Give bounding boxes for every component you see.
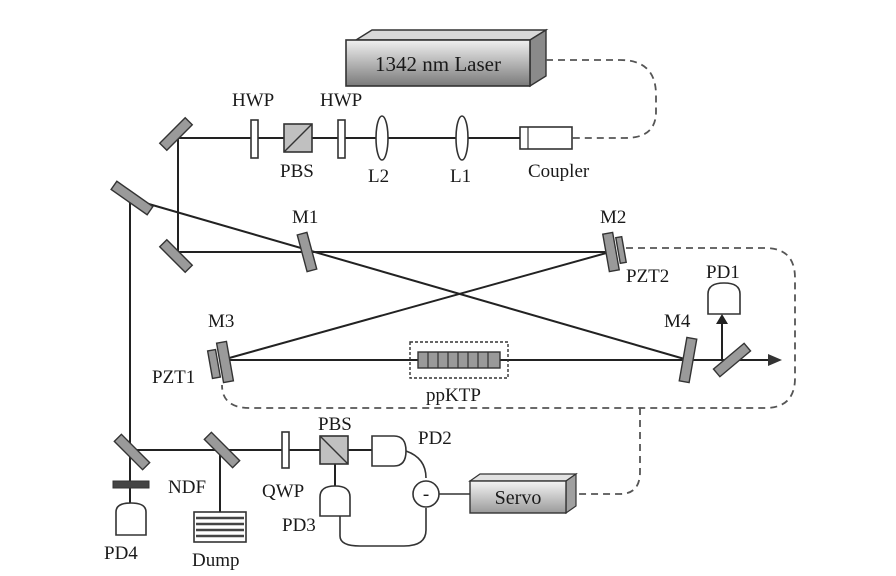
lens-l1-label: L1 <box>450 166 471 187</box>
pd3-label: PD3 <box>282 515 316 536</box>
lens-l2-label: L2 <box>368 166 389 187</box>
qwp <box>281 431 290 469</box>
mirror-m1-label: M1 <box>292 207 318 228</box>
pzt1-label: PZT1 <box>152 367 195 388</box>
mirror-m4 <box>678 336 698 384</box>
mirror-m3 <box>206 340 235 384</box>
ndf-label: NDF <box>168 477 206 498</box>
photodetector-pd3 <box>319 485 351 517</box>
servo-box: Servo <box>468 472 578 515</box>
pd2-label: PD2 <box>418 428 452 449</box>
ppktp-crystal <box>409 341 509 379</box>
hwp-2 <box>337 119 346 159</box>
photodetector-pd1 <box>707 282 741 315</box>
mirror-m2 <box>601 231 628 273</box>
laser: 1342 nm Laser <box>345 28 549 88</box>
subtractor-symbol: - <box>423 484 429 505</box>
ndf-filter <box>112 480 150 489</box>
output-arrow <box>768 354 782 366</box>
pzt2-label: PZT2 <box>626 266 669 287</box>
hwp-2-label: HWP <box>320 90 362 111</box>
pbs-bottom-label: PBS <box>318 414 352 435</box>
pbs-top-label: PBS <box>280 161 314 182</box>
lens-l1 <box>455 115 469 161</box>
beam-m4-m1-cross <box>134 199 689 361</box>
steering-mirror-left-top <box>110 180 154 216</box>
laser-label: 1342 nm Laser <box>375 52 501 76</box>
dichroic-mirror <box>712 342 752 378</box>
pd4-label: PD4 <box>104 543 138 564</box>
qwp-label: QWP <box>262 481 304 502</box>
mirror-m1 <box>296 231 318 273</box>
ppktp-label: ppKTP <box>426 385 481 406</box>
steering-mirror-top <box>158 116 194 152</box>
pd2-wire <box>405 450 427 479</box>
photodetector-pd4 <box>115 502 147 536</box>
servo-label: Servo <box>495 487 542 509</box>
steering-mirror-bottom-mid <box>203 431 241 469</box>
mirror-m3-label: M3 <box>208 311 234 332</box>
photodetector-pd2 <box>371 435 407 467</box>
fiber-coupler <box>519 126 573 150</box>
mirror-m4-label: M4 <box>664 311 691 332</box>
dump-label: Dump <box>192 550 240 571</box>
coupler-label: Coupler <box>528 161 590 182</box>
hwp-1 <box>250 119 259 159</box>
steering-mirror-left-mid <box>158 238 194 274</box>
lens-l2 <box>375 115 389 161</box>
steering-mirror-bottom-left <box>113 433 151 471</box>
servo-cable <box>566 408 641 495</box>
pd3-wire <box>339 508 427 547</box>
pzt-feedback-cable <box>221 247 796 409</box>
hwp-1-label: HWP <box>232 90 274 111</box>
pbs-top <box>283 123 313 153</box>
beam-m2-m3 <box>221 251 611 361</box>
beam-dump <box>193 511 247 543</box>
pbs-bottom <box>319 435 349 465</box>
fiber-cable <box>546 59 657 139</box>
pd1-label: PD1 <box>706 262 740 283</box>
pd1-arrow <box>716 314 728 324</box>
mirror-m2-label: M2 <box>600 207 626 228</box>
